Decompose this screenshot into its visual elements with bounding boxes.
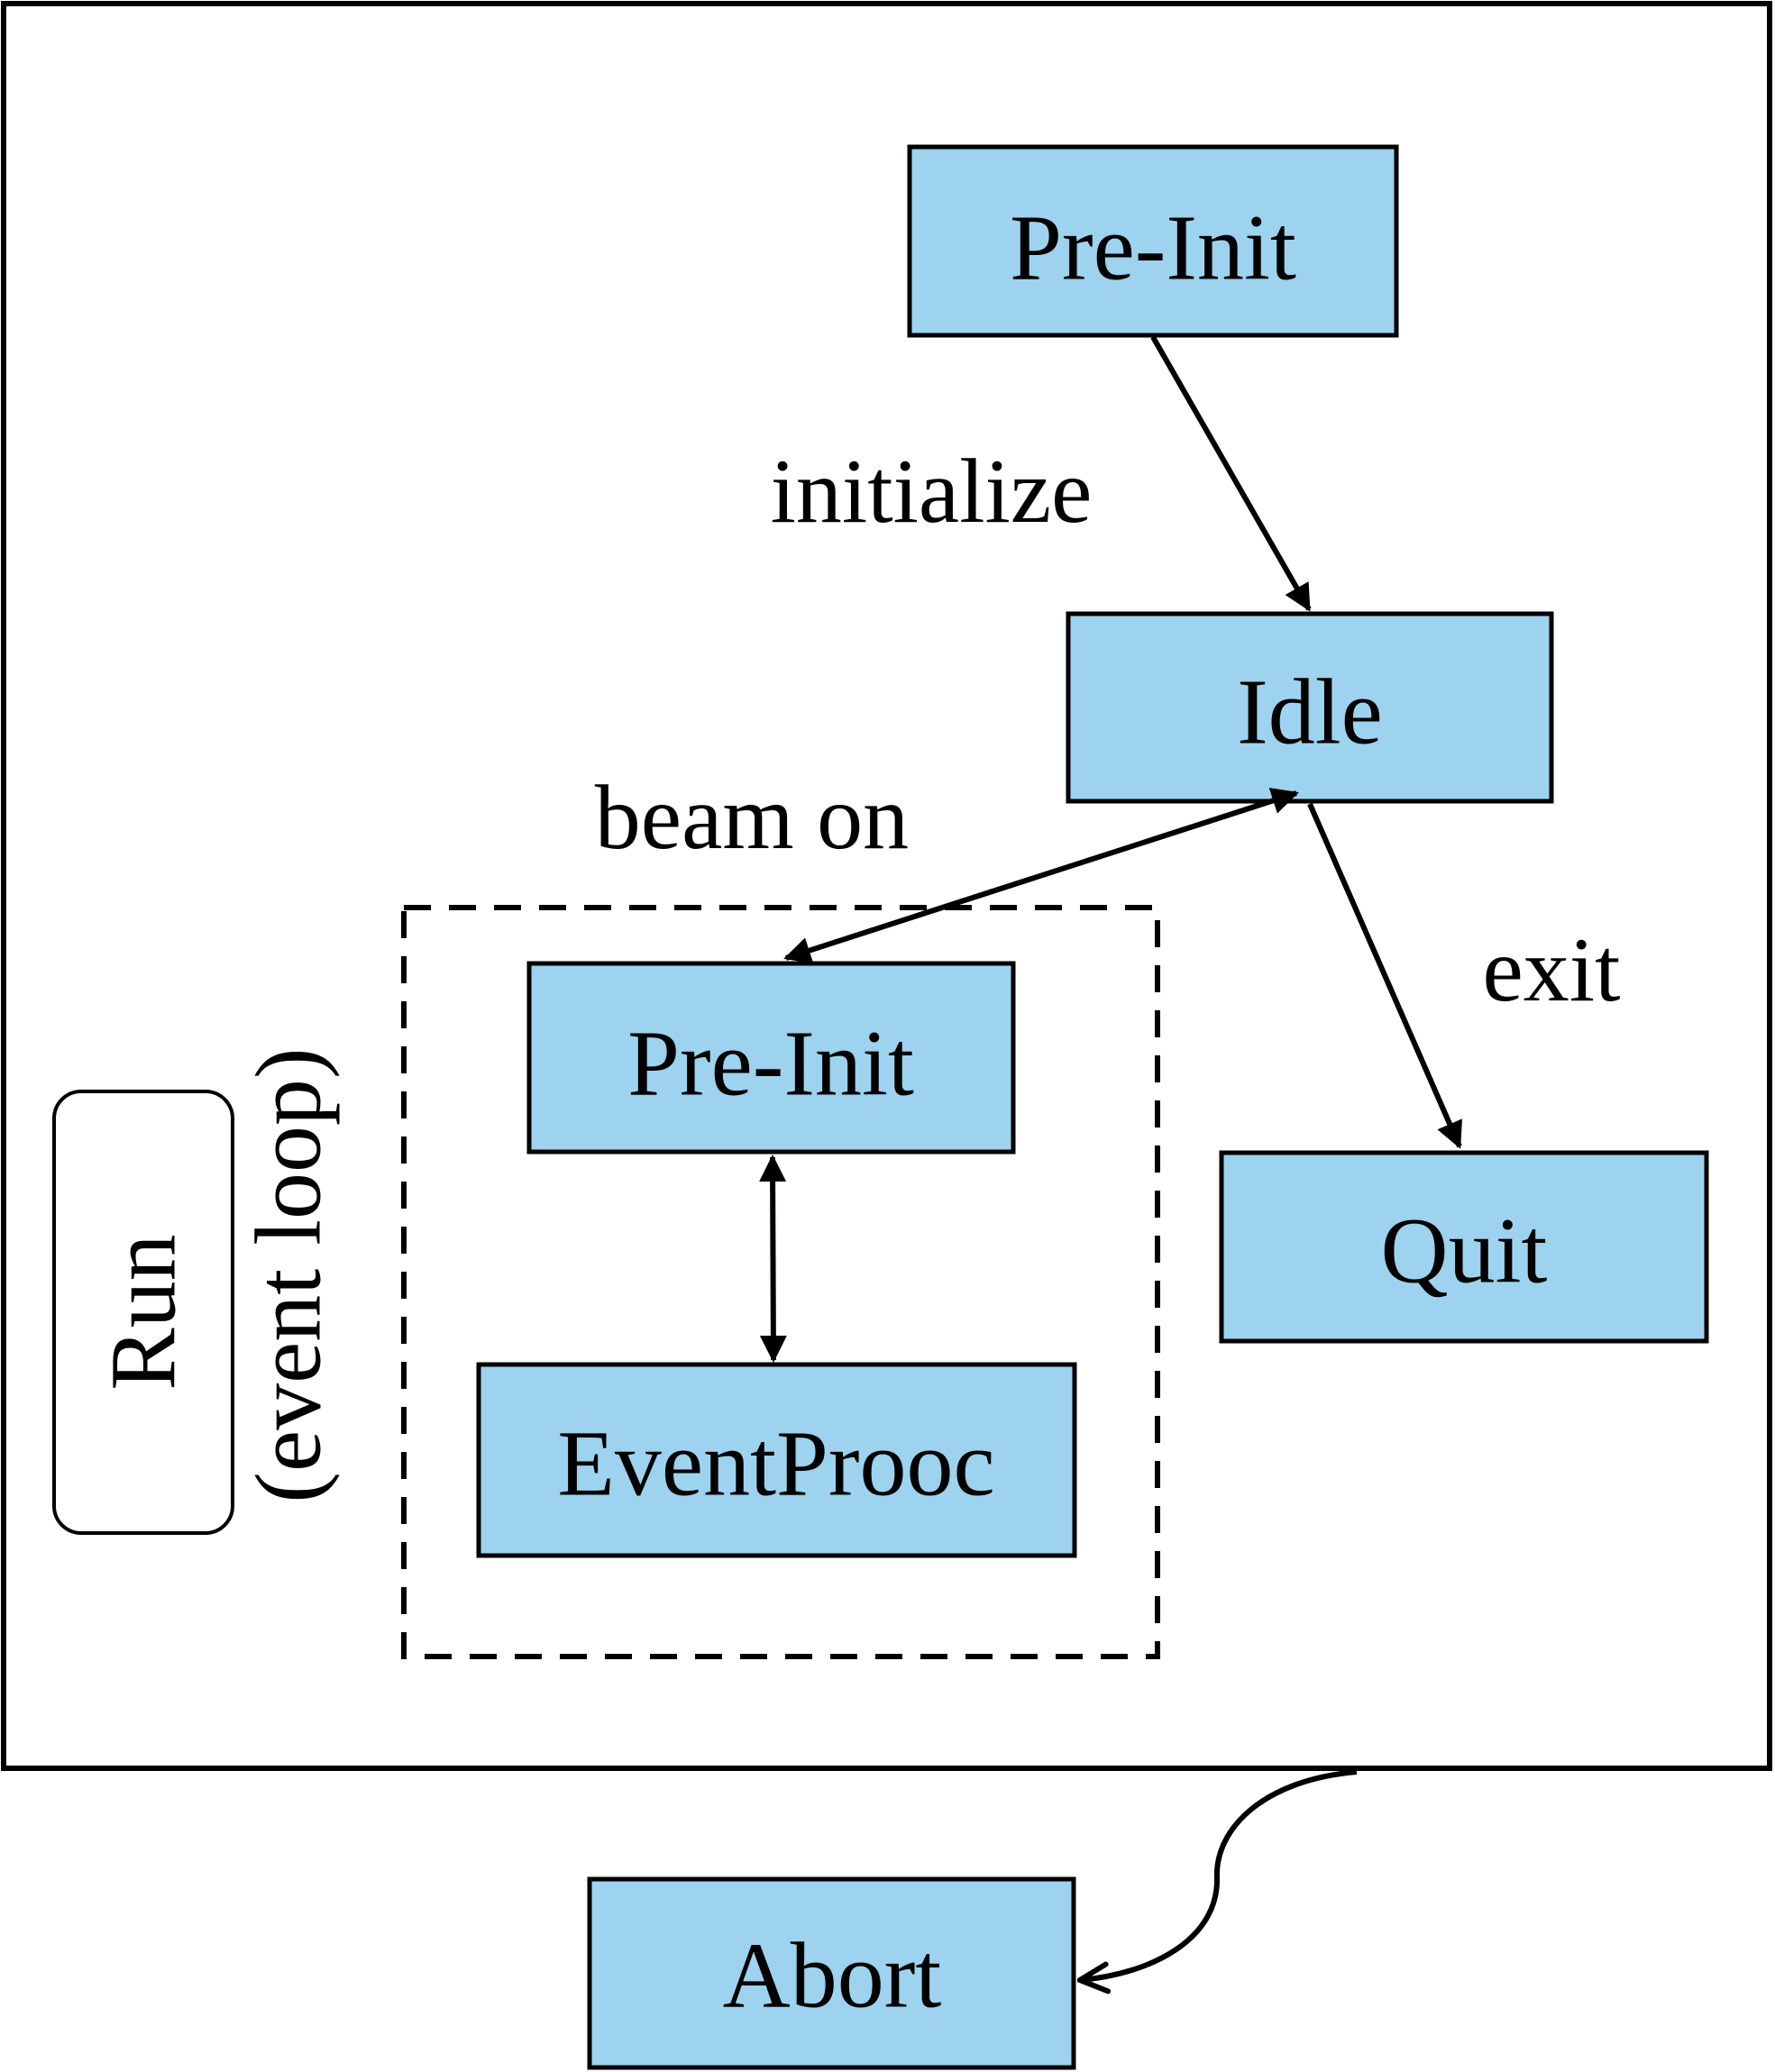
edge-beam-on bbox=[783, 788, 1299, 963]
state-label: Quit bbox=[1381, 1200, 1548, 1303]
state-quit[interactable]: Quit bbox=[1219, 1150, 1709, 1344]
run-group-boundary bbox=[401, 905, 1160, 1659]
run-label: Run bbox=[92, 1234, 196, 1390]
state-idle[interactable]: Idle bbox=[1066, 611, 1554, 804]
state-label: Pre-Init bbox=[1010, 196, 1296, 300]
run-box bbox=[52, 1090, 234, 1535]
edge-label-initialize: initialize bbox=[771, 441, 1093, 543]
state-box bbox=[1219, 1150, 1709, 1344]
edge-exit bbox=[1307, 802, 1462, 1149]
state-abort[interactable]: Abort bbox=[587, 1876, 1076, 2070]
edge-label-beam-on: beam on bbox=[595, 767, 909, 869]
state-box bbox=[587, 1876, 1076, 2070]
edge-initialize bbox=[1150, 335, 1312, 612]
state-box bbox=[1066, 611, 1554, 804]
state-pre-init-top[interactable]: Pre-Init bbox=[907, 144, 1399, 338]
edge-label-exit: exit bbox=[1483, 919, 1621, 1021]
run-group-label-box: Run bbox=[52, 1090, 234, 1535]
state-label: Idle bbox=[1237, 661, 1383, 764]
run-sublabel: (event loop) bbox=[237, 1047, 341, 1502]
state-box bbox=[476, 1362, 1077, 1558]
state-box bbox=[526, 961, 1016, 1155]
edge-abort bbox=[1080, 1769, 1358, 1980]
system-frame bbox=[1, 1, 1772, 1771]
state-label: Pre-Init bbox=[627, 1012, 914, 1116]
state-box bbox=[907, 144, 1399, 338]
state-label: EventProoc bbox=[557, 1412, 994, 1516]
state-event-proc[interactable]: EventProoc bbox=[476, 1362, 1077, 1558]
state-label: Abort bbox=[723, 1924, 942, 2028]
state-pre-init-inner[interactable]: Pre-Init bbox=[526, 961, 1016, 1155]
